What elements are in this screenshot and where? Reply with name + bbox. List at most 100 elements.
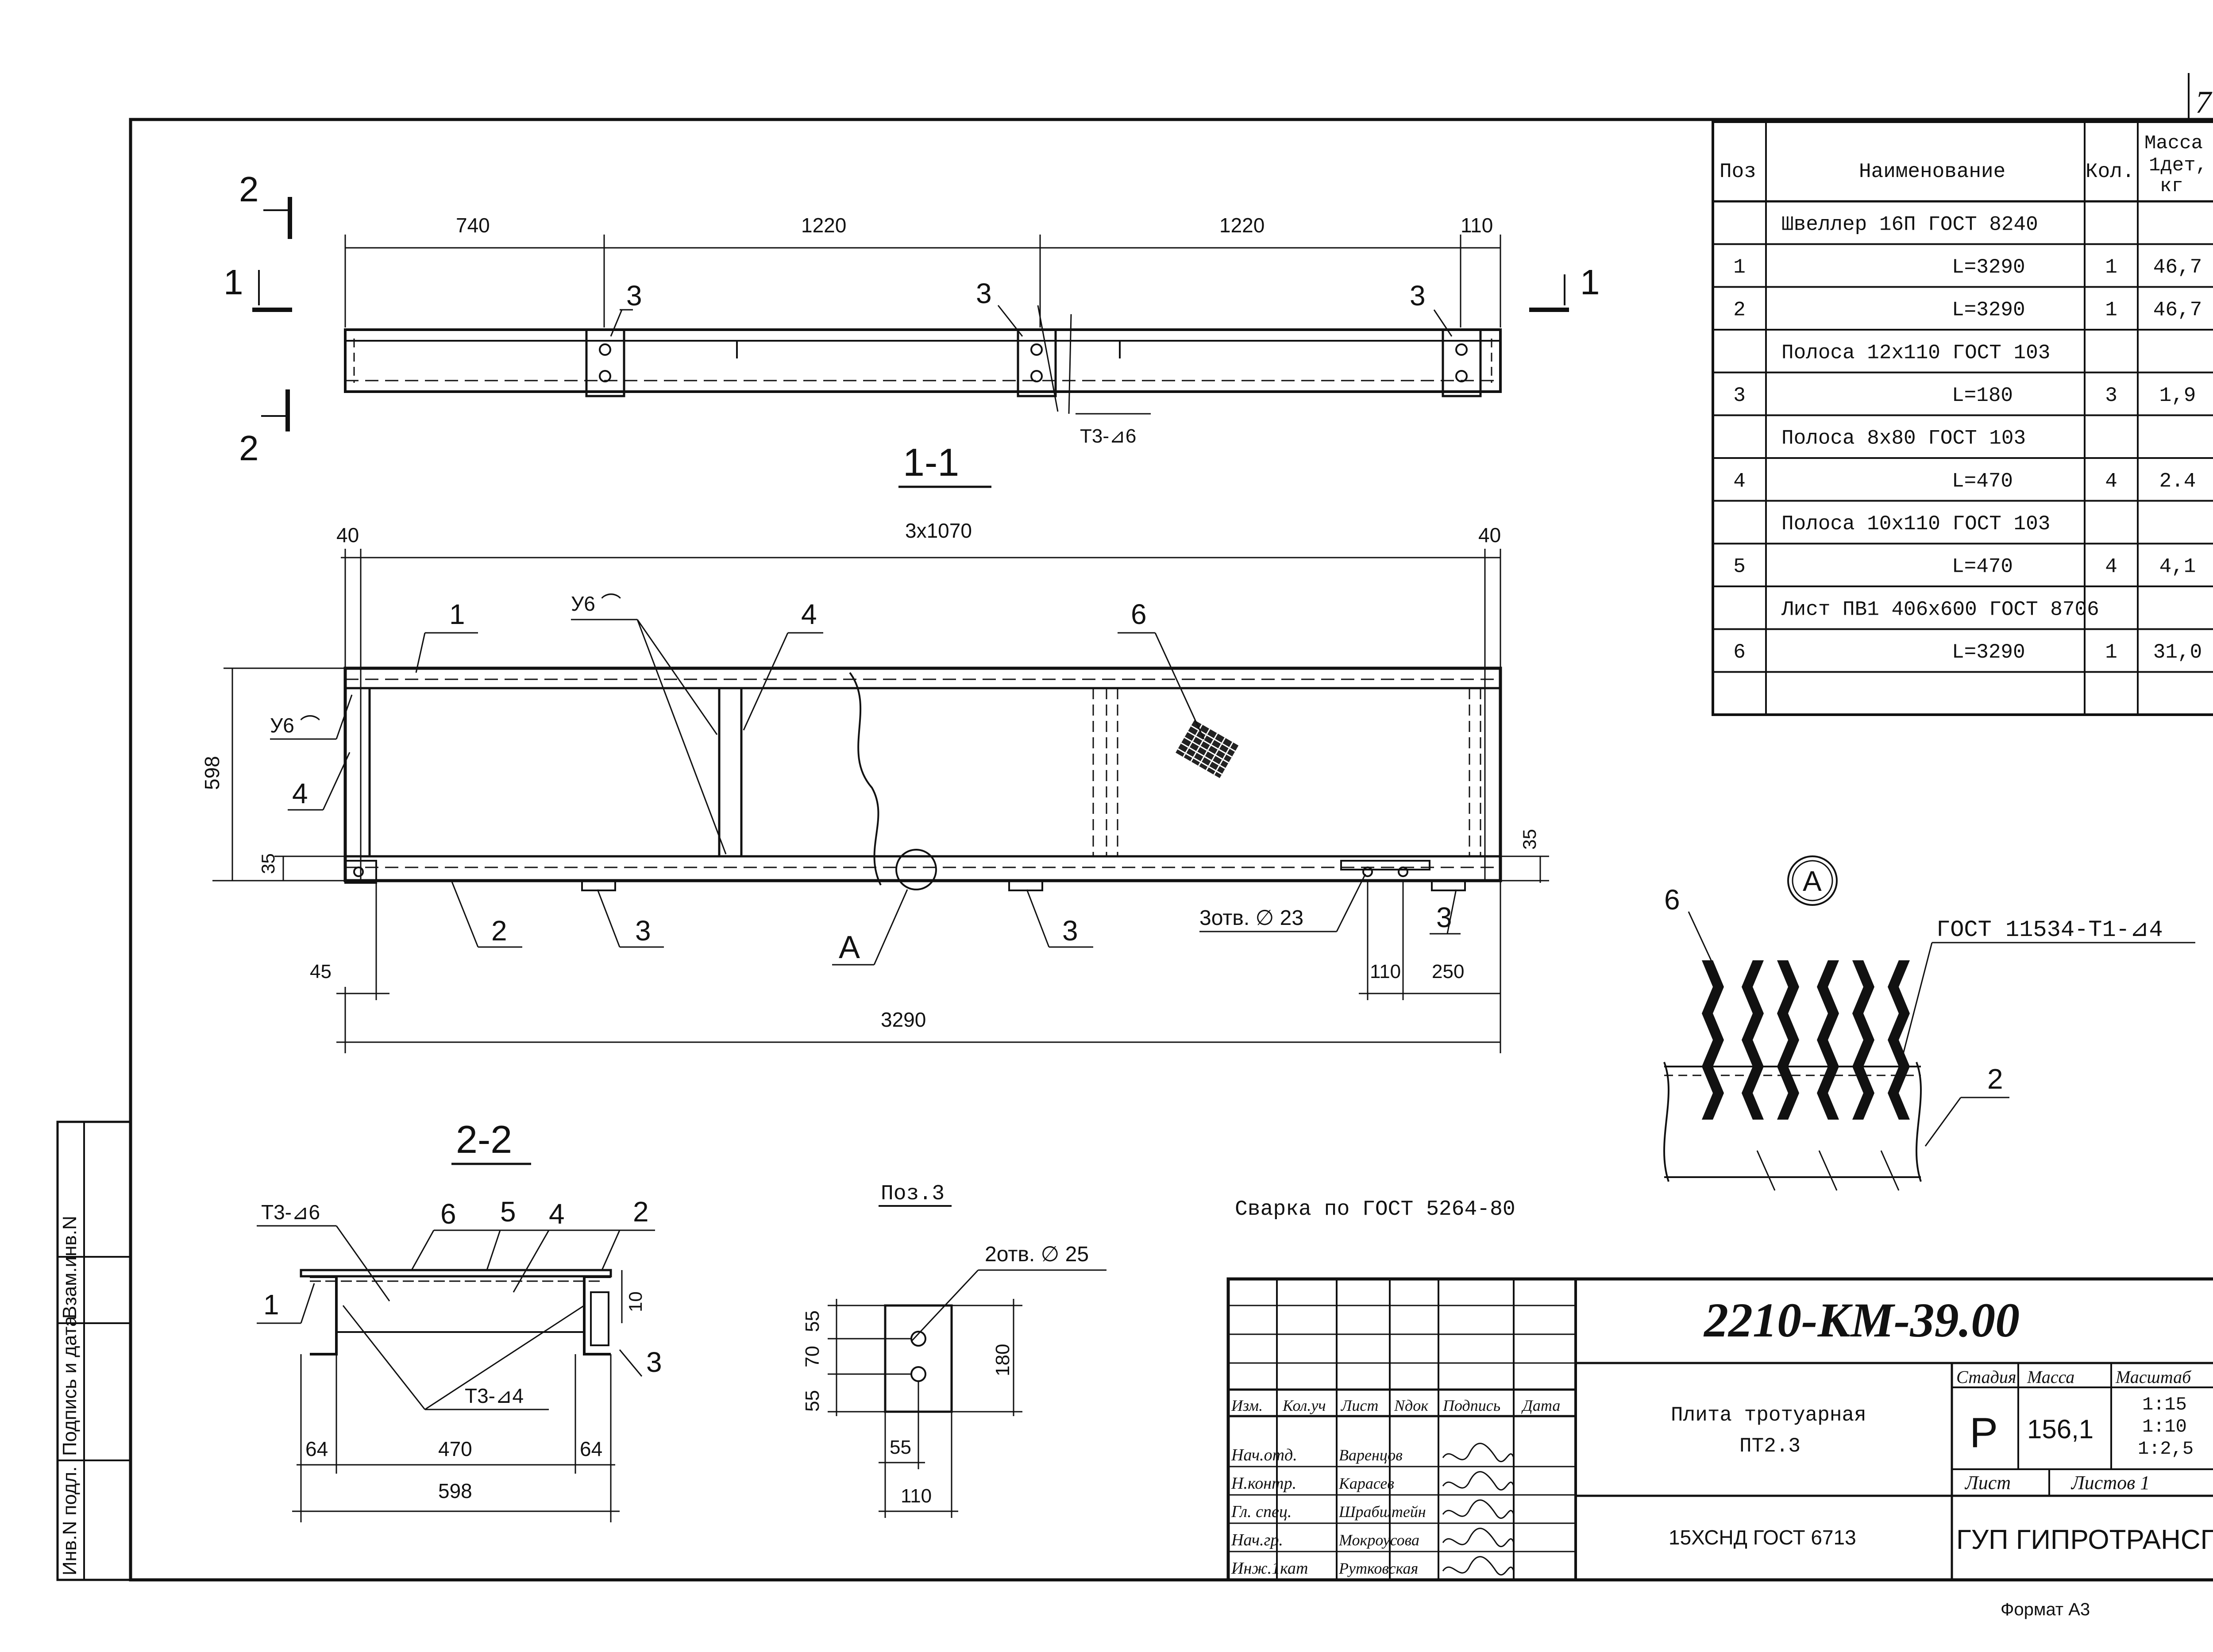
detail-a-marker xyxy=(895,849,937,890)
tb-role: Нач.гр. xyxy=(1231,1531,1283,1549)
dim-40-left: 40 xyxy=(336,524,359,547)
detail-a-part-6: 6 xyxy=(1664,884,1680,916)
spec-cell-qty: 3 xyxy=(2105,384,2117,407)
side-stamp-frame xyxy=(56,1121,132,1581)
s22-part-1: 1 xyxy=(263,1289,279,1321)
tb-role: Нач.отд. xyxy=(1231,1446,1297,1464)
signature-scribble xyxy=(1442,1528,1515,1547)
pos3-dim-55-b: 55 xyxy=(802,1390,823,1412)
dim-470: 470 xyxy=(438,1437,472,1460)
dim-64-left: 64 xyxy=(305,1437,328,1460)
detail-a: A ГОСТ 11534-Т1-⊿4 6 2 xyxy=(1663,855,2195,1191)
tb-role-name: Мокроусова xyxy=(1338,1531,1419,1549)
spec-cell-pos: 6 xyxy=(1733,641,1746,664)
doc-code: 2210-КМ-39.00 xyxy=(1703,1293,2020,1347)
weld-t3-6: Т3-⊿6 xyxy=(261,1201,320,1224)
s22-part-4: 4 xyxy=(549,1198,565,1230)
weld-t3-4: Т3-⊿4 xyxy=(465,1384,524,1407)
tb-scale-1: 1:15 xyxy=(2142,1394,2187,1415)
label-part-4-top: 4 xyxy=(801,598,817,630)
detail-a-weld: ГОСТ 11534-Т1-⊿4 xyxy=(1936,917,2163,943)
tb-role: Н.контр. xyxy=(1231,1474,1296,1493)
label-part-3-c: 3 xyxy=(1436,901,1452,933)
spec-cell-qty: 4 xyxy=(2105,470,2117,493)
dim-40-right: 40 xyxy=(1478,524,1501,547)
dim-64-right: 64 xyxy=(580,1437,602,1460)
spec-header-qty: Кол. xyxy=(2086,160,2134,183)
spec-cell-mass: 46,7 xyxy=(2153,256,2202,279)
tb-organization: ГУП ГИПРОТРАНСПУТЬ xyxy=(1956,1525,2213,1555)
spec-cell-qty: 1 xyxy=(2105,299,2117,322)
spec-header-mass-3: кг xyxy=(2160,175,2183,197)
stamp-inv-no: Инв.N подл. xyxy=(59,1467,81,1575)
page-number: 77 xyxy=(2195,85,2213,120)
tb-scale-2: 1:10 xyxy=(2142,1416,2187,1437)
tb-sheet-label: Лист xyxy=(1964,1472,2011,1494)
dim-35-left: 35 xyxy=(258,853,278,874)
label-part-4-left: 4 xyxy=(292,778,308,809)
signature-scribble xyxy=(1442,1499,1515,1519)
pos3-detail: Поз.3 2отв. ∅ 25 55 70 55 180 55 110 xyxy=(802,1182,1106,1518)
section-mark-1-left: 1 xyxy=(224,262,243,302)
tb-col-izm: Изм. xyxy=(1231,1397,1263,1414)
mesh-hatch xyxy=(1176,720,1239,778)
tb-scale-3: 1:2,5 xyxy=(2138,1438,2194,1459)
tb-role: Гл. спец. xyxy=(1231,1502,1292,1521)
tb-role-name: Карасев xyxy=(1338,1475,1394,1492)
label-part-1: 1 xyxy=(449,598,465,630)
s22-part-2: 2 xyxy=(633,1196,649,1228)
spec-cell-name: Лист ПВ1 406х600 ГОСТ 8706 xyxy=(1781,598,2099,621)
tb-col-kol: Кол.уч xyxy=(1282,1397,1326,1414)
section-1-1-title: 1-1 xyxy=(903,440,959,484)
spec-cell-name: Полоса 8х80 ГОСТ 103 xyxy=(1781,427,2026,450)
spec-cell-name: L=180 xyxy=(1952,384,2013,407)
top-label-3b: 3 xyxy=(976,277,992,309)
spec-cell-name: Полоса 12х110 ГОСТ 103 xyxy=(1781,341,2050,364)
spec-table: Поз Наименование Кол. Масса 1дет, кг Шве… xyxy=(1712,120,2213,716)
dim-740: 740 xyxy=(456,214,490,237)
product-name-2: ПТ2.3 xyxy=(1739,1435,1800,1458)
tb-role-name: Варенцов xyxy=(1339,1446,1403,1464)
spec-cell-pos: 2 xyxy=(1733,299,1746,322)
spec-cell-mass: 2.4 xyxy=(2159,470,2196,493)
holes-note-1-1: 3отв. ∅ 23 xyxy=(1199,906,1303,930)
dim-598-vert: 598 xyxy=(200,756,224,790)
weld-y6-left: У6 ⌒ xyxy=(270,714,320,737)
signature-scribble xyxy=(1442,1443,1515,1462)
spec-cell-name: L=3290 xyxy=(1952,641,2025,664)
product-name-1: Плита тротуарная xyxy=(1671,1404,1866,1427)
label-part-6: 6 xyxy=(1131,598,1147,630)
dim-110-1-1: 110 xyxy=(1370,961,1401,982)
welding-note: Сварка по ГОСТ 5264-80 xyxy=(1235,1198,1515,1221)
pos3-dim-55-c: 55 xyxy=(890,1436,911,1458)
top-label-3c: 3 xyxy=(1410,280,1426,312)
dim-3x1070: 3x1070 xyxy=(905,519,972,542)
label-part-3-a: 3 xyxy=(635,915,651,947)
tb-scale-label: Масштаб xyxy=(2115,1367,2192,1387)
pos3-title: Поз.3 xyxy=(881,1182,945,1206)
section-mark-2-bottom: 2 xyxy=(239,428,259,468)
spec-cell-name: Полоса 10х110 ГОСТ 103 xyxy=(1781,512,2050,535)
s22-part-5: 5 xyxy=(500,1196,516,1228)
dim-250: 250 xyxy=(1432,961,1464,982)
tb-col-date: Дата xyxy=(1521,1397,1560,1414)
spec-header-mass-2: 1дет, xyxy=(2149,154,2207,177)
tb-col-sign: Подпись xyxy=(1442,1397,1500,1414)
tb-role: Инж.1кат xyxy=(1231,1559,1308,1578)
spec-cell-mass: 1,9 xyxy=(2159,384,2196,407)
drawing-frame xyxy=(129,118,2213,1582)
title-block: Изм. Кол.уч Лист Nдок Подпись Дата Нач.о… xyxy=(1226,1277,2213,1582)
spec-cell-pos: 3 xyxy=(1733,384,1746,407)
spec-cell-qty: 1 xyxy=(2105,256,2117,279)
s22-part-6: 6 xyxy=(440,1198,456,1230)
top-view: 740 1220 1220 110 3 3 3 Т3-⊿6 2 xyxy=(224,169,1600,468)
dim-598-2-2: 598 xyxy=(438,1479,472,1502)
label-A: А xyxy=(839,930,860,965)
tb-role-name: Рутковская xyxy=(1338,1560,1418,1577)
section-1-1: 1-1 40 3x1070 40 xyxy=(200,440,1549,1053)
tb-sheets-label: Листов 1 xyxy=(2070,1472,2150,1494)
dim-1220-b: 1220 xyxy=(1219,214,1265,237)
signature-scribble xyxy=(1442,1556,1515,1575)
spec-header-mass-1: Масса xyxy=(2144,132,2203,154)
